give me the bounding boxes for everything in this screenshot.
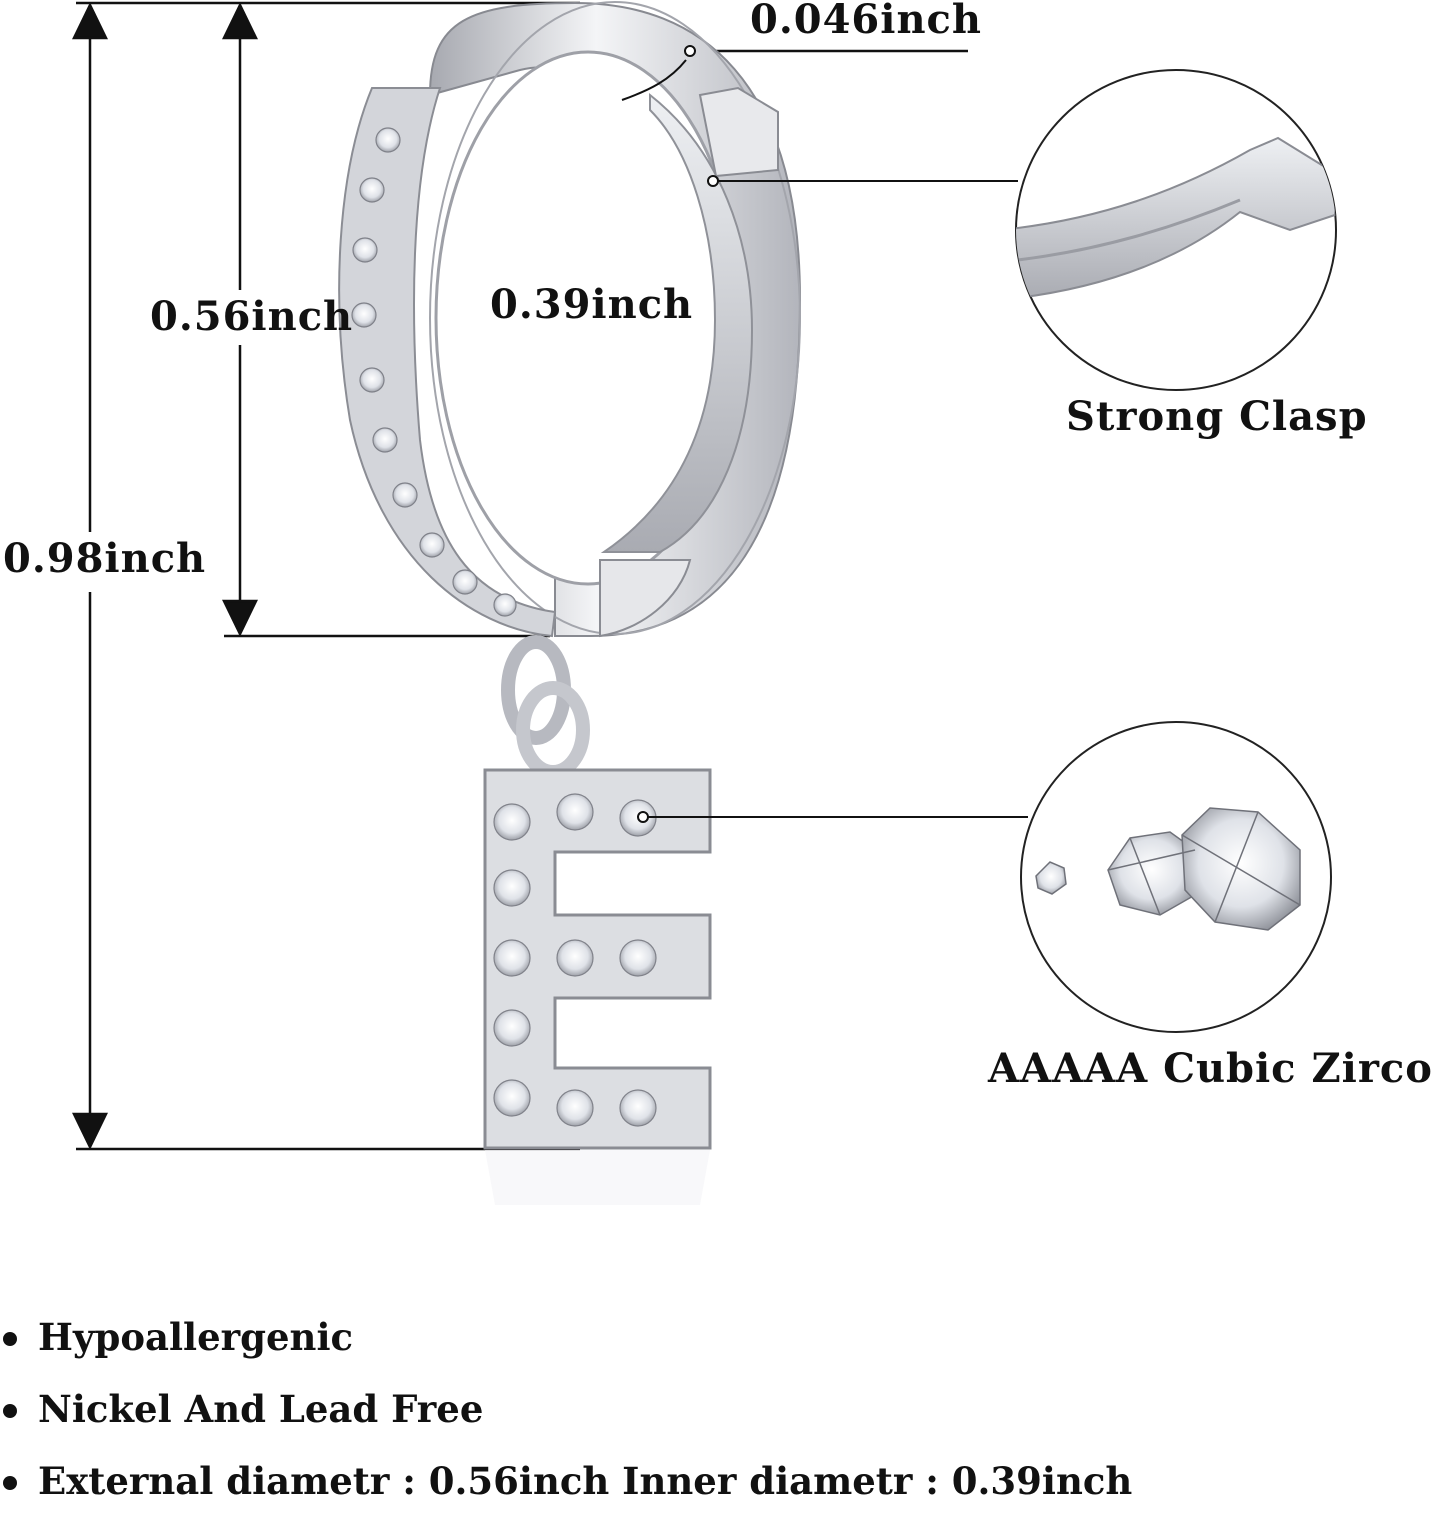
hoop-earring bbox=[338, 1, 802, 638]
bullet-icon bbox=[3, 1404, 17, 1418]
clasp-detail-circle bbox=[1015, 69, 1337, 391]
width-dimension-label: 0.046inch bbox=[750, 0, 982, 43]
strong-clasp-label: Strong Clasp bbox=[1066, 393, 1368, 440]
outer-diameter-label: 0.56inch bbox=[150, 293, 353, 340]
letter-e-pendant bbox=[483, 768, 712, 1205]
bullet-icon bbox=[3, 1332, 17, 1346]
product-illustration: 0.046inch 0.56inch 0.39inch 0.98inch Str… bbox=[3, 0, 1434, 1205]
callout-leaders bbox=[621, 45, 1028, 823]
cubic-zirconia-label: AAAAA Cubic Zirconia bbox=[987, 1045, 1434, 1092]
feature-item: External diametr : 0.56inch Inner diamet… bbox=[0, 1452, 1132, 1524]
zirconia-detail-circle bbox=[1020, 721, 1332, 1033]
total-height-label: 0.98inch bbox=[3, 535, 206, 582]
feature-item: Hypoallergenic bbox=[0, 1308, 1132, 1380]
bullet-icon bbox=[3, 1476, 17, 1490]
jump-rings bbox=[501, 635, 590, 779]
feature-item: Nickel And Lead Free bbox=[0, 1380, 1132, 1452]
pave-stones bbox=[351, 127, 517, 617]
feature-text: Hypoallergenic bbox=[38, 1315, 354, 1359]
feature-list: Hypoallergenic Nickel And Lead Free Exte… bbox=[0, 1308, 1132, 1524]
feature-text: External diametr : 0.56inch Inner diamet… bbox=[38, 1459, 1133, 1503]
feature-text: Nickel And Lead Free bbox=[38, 1387, 484, 1431]
inner-diameter-label: 0.39inch bbox=[490, 281, 693, 328]
